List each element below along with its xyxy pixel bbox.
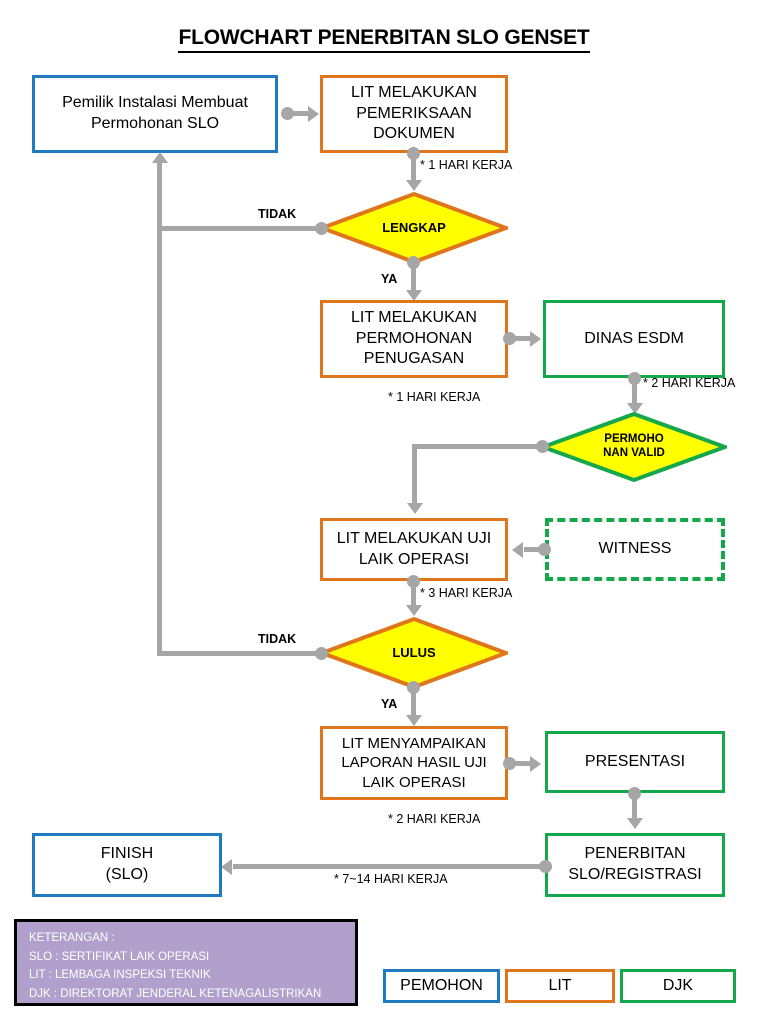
node-laporan-line2: LAPORAN HASIL UJI bbox=[341, 754, 487, 772]
role-key-djk[interactable]: DJK bbox=[620, 969, 736, 1003]
arrow-to-lengkap bbox=[405, 180, 422, 191]
branch-label-ya-lulus: YA bbox=[381, 697, 398, 711]
node-laporan-line3: LAIK OPERASI bbox=[362, 773, 466, 791]
arrow-to-permohonan-valid bbox=[626, 403, 643, 414]
connector-presentasi-to-penerbitan bbox=[632, 793, 637, 819]
connector-dot-laporan-out bbox=[503, 757, 516, 770]
node-pemilik-line1: Pemilik Instalasi Membuat bbox=[62, 94, 248, 112]
decision-permohonan-valid-shape bbox=[541, 412, 727, 482]
annotation-after-pemeriksaan: * 1 HARI KERJA bbox=[420, 158, 513, 172]
connector-dinas-to-valid bbox=[632, 378, 637, 404]
arrow-to-pemeriksaan bbox=[308, 105, 319, 122]
arrow-to-laporan bbox=[405, 715, 422, 726]
node-penugasan-line2: PERMOHONAN bbox=[355, 329, 473, 347]
node-finish-line1: FINISH bbox=[100, 845, 154, 863]
node-uji-line2: LAIK OPERASI bbox=[358, 550, 470, 568]
arrow-to-penerbitan bbox=[626, 818, 643, 829]
connector-dot-penugasan-out bbox=[503, 332, 516, 345]
node-pemeriksaan-dokumen[interactable]: LIT MELAKUKAN PEMERIKSAAN DOKUMEN bbox=[320, 75, 508, 153]
connector-laporan-to-presentasi bbox=[510, 761, 532, 766]
keterangan-line-3: LIT : LEMBAGA INSPEKSI TEKNIK bbox=[29, 969, 211, 982]
role-key-djk-label: DJK bbox=[662, 977, 694, 994]
node-penugasan-line1: LIT MELAKUKAN bbox=[351, 308, 477, 326]
node-dinas-esdm-label: DINAS ESDM bbox=[584, 329, 684, 347]
arrow-to-uji-from-witness bbox=[512, 541, 523, 558]
arrow-to-dinas-esdm bbox=[530, 330, 541, 347]
role-key-pemohon-label: PEMOHON bbox=[400, 977, 483, 994]
arrow-to-presentasi bbox=[530, 755, 541, 772]
node-pemeriksaan-line2: PEMERIKSAAN bbox=[356, 104, 472, 122]
connector-pemeriksaan-to-lengkap bbox=[411, 153, 416, 181]
node-uji-laik-operasi[interactable]: LIT MELAKUKAN UJI LAIK OPERASI bbox=[320, 518, 508, 581]
connector-lulus-tidak-horizontal bbox=[157, 651, 319, 656]
node-witness-label: WITNESS bbox=[598, 540, 672, 558]
keterangan-line-4: DJK : DIREKTORAT JENDERAL KETENAGALISTRI… bbox=[29, 987, 322, 1000]
connector-pemilik-to-pemeriksaan bbox=[288, 111, 310, 116]
node-laporan-hasil-uji[interactable]: LIT MENYAMPAIKAN LAPORAN HASIL UJI LAIK … bbox=[320, 726, 508, 800]
connector-lulus-to-laporan bbox=[411, 687, 416, 717]
arrow-to-uji-laik-operasi bbox=[406, 503, 423, 514]
decision-lengkap-shape bbox=[320, 192, 508, 264]
decision-lengkap[interactable]: LENGKAP bbox=[320, 192, 508, 264]
annotation-after-uji: * 3 HARI KERJA bbox=[420, 586, 513, 600]
node-presentasi[interactable]: PRESENTASI bbox=[545, 731, 725, 793]
branch-label-tidak-lulus: TIDAK bbox=[258, 632, 297, 646]
node-permohonan-penugasan[interactable]: LIT MELAKUKAN PERMOHONAN PENUGASAN bbox=[320, 300, 508, 378]
keterangan-line-2: SLO : SERTIFIKAT LAIK OPERASI bbox=[29, 950, 210, 963]
keterangan-line-1: KETERANGAN : bbox=[29, 932, 115, 944]
connector-penugasan-to-dinas bbox=[510, 336, 532, 341]
role-key-lit[interactable]: LIT bbox=[505, 969, 615, 1003]
node-dinas-esdm[interactable]: DINAS ESDM bbox=[543, 300, 725, 378]
node-penerbitan-line2: SLO/REGISTRASI bbox=[568, 866, 702, 883]
connector-valid-horizontal bbox=[412, 444, 540, 449]
node-penugasan-line3: PENUGASAN bbox=[363, 350, 465, 368]
connector-dot-lulus-tidak bbox=[315, 647, 328, 660]
node-pemilik-line2: Permohonan SLO bbox=[90, 115, 220, 132]
page-title-text: FLOWCHART PENERBITAN SLO GENSET bbox=[178, 26, 590, 53]
node-pemeriksaan-line1: LIT MELAKUKAN bbox=[351, 83, 477, 101]
arrow-to-finish bbox=[221, 858, 232, 875]
connector-dot-lengkap-tidak bbox=[315, 222, 328, 235]
decision-permohonan-valid[interactable]: PERMOHO NAN VALID bbox=[541, 412, 727, 482]
connector-lengkap-tidak-horizontal bbox=[157, 226, 319, 231]
node-penerbitan-line1: PENERBITAN bbox=[584, 845, 686, 863]
connector-witness-to-uji bbox=[524, 547, 544, 552]
arrow-to-lulus bbox=[405, 605, 422, 616]
decision-lulus-shape bbox=[320, 617, 508, 689]
node-pemilik-instalasi[interactable]: Pemilik Instalasi Membuat Permohonan SLO bbox=[32, 75, 278, 153]
role-key-pemohon[interactable]: PEMOHON bbox=[383, 969, 500, 1003]
node-laporan-line1: LIT MENYAMPAIKAN bbox=[341, 734, 487, 752]
node-pemeriksaan-line3: DOKUMEN bbox=[373, 125, 455, 143]
connector-uji-to-lulus bbox=[411, 581, 416, 606]
branch-label-tidak-lengkap: TIDAK bbox=[258, 207, 297, 221]
branch-label-ya-lengkap: YA bbox=[381, 272, 398, 286]
connector-dot-penerbitan-out bbox=[539, 860, 552, 873]
connector-dot-witness-out bbox=[538, 543, 551, 556]
node-finish[interactable]: FINISH (SLO) bbox=[32, 833, 222, 897]
annotation-after-penerbitan: * 7~14 HARI KERJA bbox=[334, 872, 448, 886]
connector-feedback-trunk bbox=[157, 162, 162, 654]
arrow-to-penugasan bbox=[405, 290, 422, 301]
arrow-feedback-to-pemilik bbox=[151, 152, 168, 163]
annotation-after-dinas-esdm: * 2 HARI KERJA bbox=[643, 376, 736, 390]
connector-penerbitan-to-finish bbox=[233, 864, 545, 869]
connector-dot-valid-out bbox=[536, 440, 549, 453]
connector-lengkap-to-penugasan bbox=[411, 262, 416, 292]
role-key-lit-label: LIT bbox=[548, 977, 572, 994]
keterangan-box: KETERANGAN : SLO : SERTIFIKAT LAIK OPERA… bbox=[14, 919, 358, 1006]
connector-valid-vertical bbox=[412, 444, 417, 504]
node-uji-line1: LIT MELAKUKAN UJI bbox=[336, 529, 492, 547]
annotation-after-laporan: * 2 HARI KERJA bbox=[388, 812, 481, 826]
node-finish-line2: (SLO) bbox=[105, 866, 149, 883]
node-penerbitan-slo[interactable]: PENERBITAN SLO/REGISTRASI bbox=[545, 833, 725, 897]
page-title: FLOWCHART PENERBITAN SLO GENSET bbox=[0, 26, 768, 53]
node-presentasi-label: PRESENTASI bbox=[584, 752, 686, 770]
annotation-after-penugasan: * 1 HARI KERJA bbox=[388, 390, 481, 404]
node-witness[interactable]: WITNESS bbox=[545, 518, 725, 581]
connector-dot-pemilik-out bbox=[281, 107, 294, 120]
decision-lulus[interactable]: LULUS bbox=[320, 617, 508, 689]
